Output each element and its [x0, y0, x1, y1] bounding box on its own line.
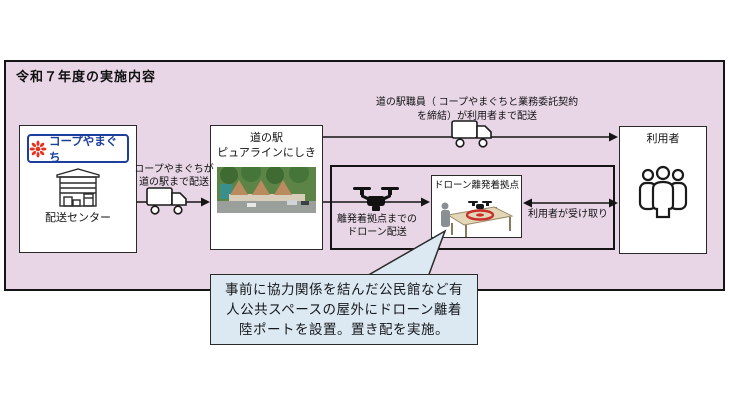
arrow-label-line: ドローン配送: [347, 227, 407, 238]
coop-sun-icon: [29, 140, 47, 158]
callout-line: 陸ポートを設置。置き配を実施。: [239, 321, 449, 337]
drone-hub-label: ドローン離発着拠点: [433, 180, 520, 191]
drone-zone-box: [330, 165, 615, 250]
coop-yamaguchi-logo: コープやまぐち: [27, 134, 129, 164]
michinoeki-photo-image: [217, 162, 316, 218]
drone-port-icon: [436, 191, 516, 242]
delivery-center-label: 配送センター: [45, 212, 111, 224]
panel-title: 令和７年度の実施内容: [16, 69, 157, 84]
callout-line: 事前に協力関係を結んだ公民館など有: [225, 281, 463, 297]
michinoeki-name-line2: ピュアラインにしき: [217, 147, 316, 159]
arrow-label-line: 道の駅まで配送: [139, 177, 209, 188]
users-label: 利用者: [646, 133, 680, 145]
michinoeki-name-line1: 道の駅: [250, 132, 283, 144]
arrow-label-coop-to-station: コープやまぐちが 道の駅まで配送: [125, 163, 223, 189]
arrow-label-user-pickup: 利用者が受け取り: [528, 209, 608, 220]
arrow-label-station-to-users: 道の駅職員（ コープやまぐちと業務委託契約 を締結）が利用者まで配送: [352, 96, 602, 124]
coop-logo-text: コープやまぐち: [49, 135, 118, 164]
people-icon: [636, 163, 690, 226]
arrow-label-line: を締結）が利用者まで配送: [417, 111, 537, 122]
arrow-label-drone-to-hub: 離発着拠点までの ドローン配送: [327, 213, 427, 239]
arrow-label-line: 道の駅職員（ コープやまぐちと業務委託契約: [375, 97, 579, 108]
callout-note: 事前に協力関係を結んだ公民館など有 人公共スペースの屋外にドローン離着 陸ポート…: [210, 274, 478, 345]
arrow-label-line: コープやまぐちが: [134, 164, 214, 175]
arrow-label-line: 離発着拠点までの: [337, 214, 417, 225]
callout-line: 人公共スペースの屋外にドローン離着: [226, 301, 462, 317]
warehouse-icon: [55, 167, 101, 212]
